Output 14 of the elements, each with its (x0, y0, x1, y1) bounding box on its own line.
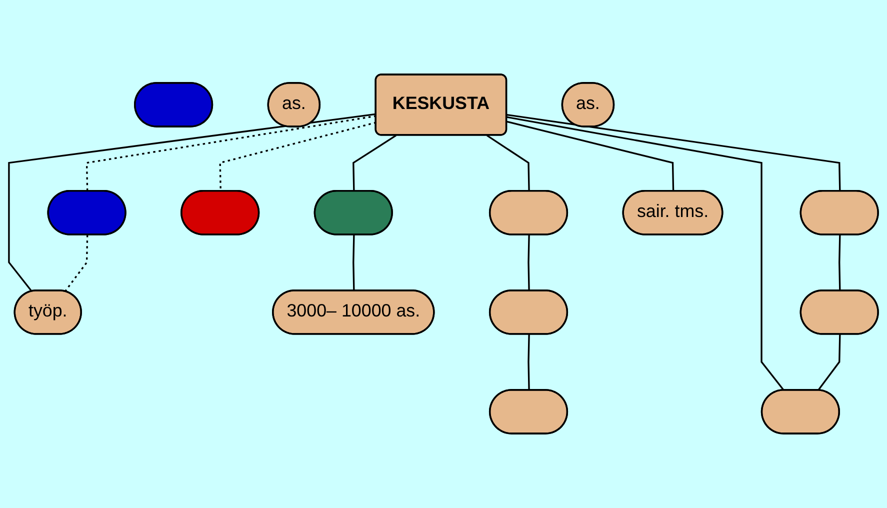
connector (64, 234, 88, 292)
connector (352, 134, 396, 192)
connector (486, 134, 530, 192)
connector (528, 234, 530, 291)
connector (219, 122, 376, 192)
connector (506, 120, 674, 192)
connector (528, 334, 530, 390)
connector (817, 334, 841, 391)
connector (838, 234, 841, 291)
connector (506, 114, 841, 192)
connector (506, 116, 785, 391)
connector (352, 234, 355, 291)
connector (8, 113, 376, 292)
connector (86, 115, 376, 192)
